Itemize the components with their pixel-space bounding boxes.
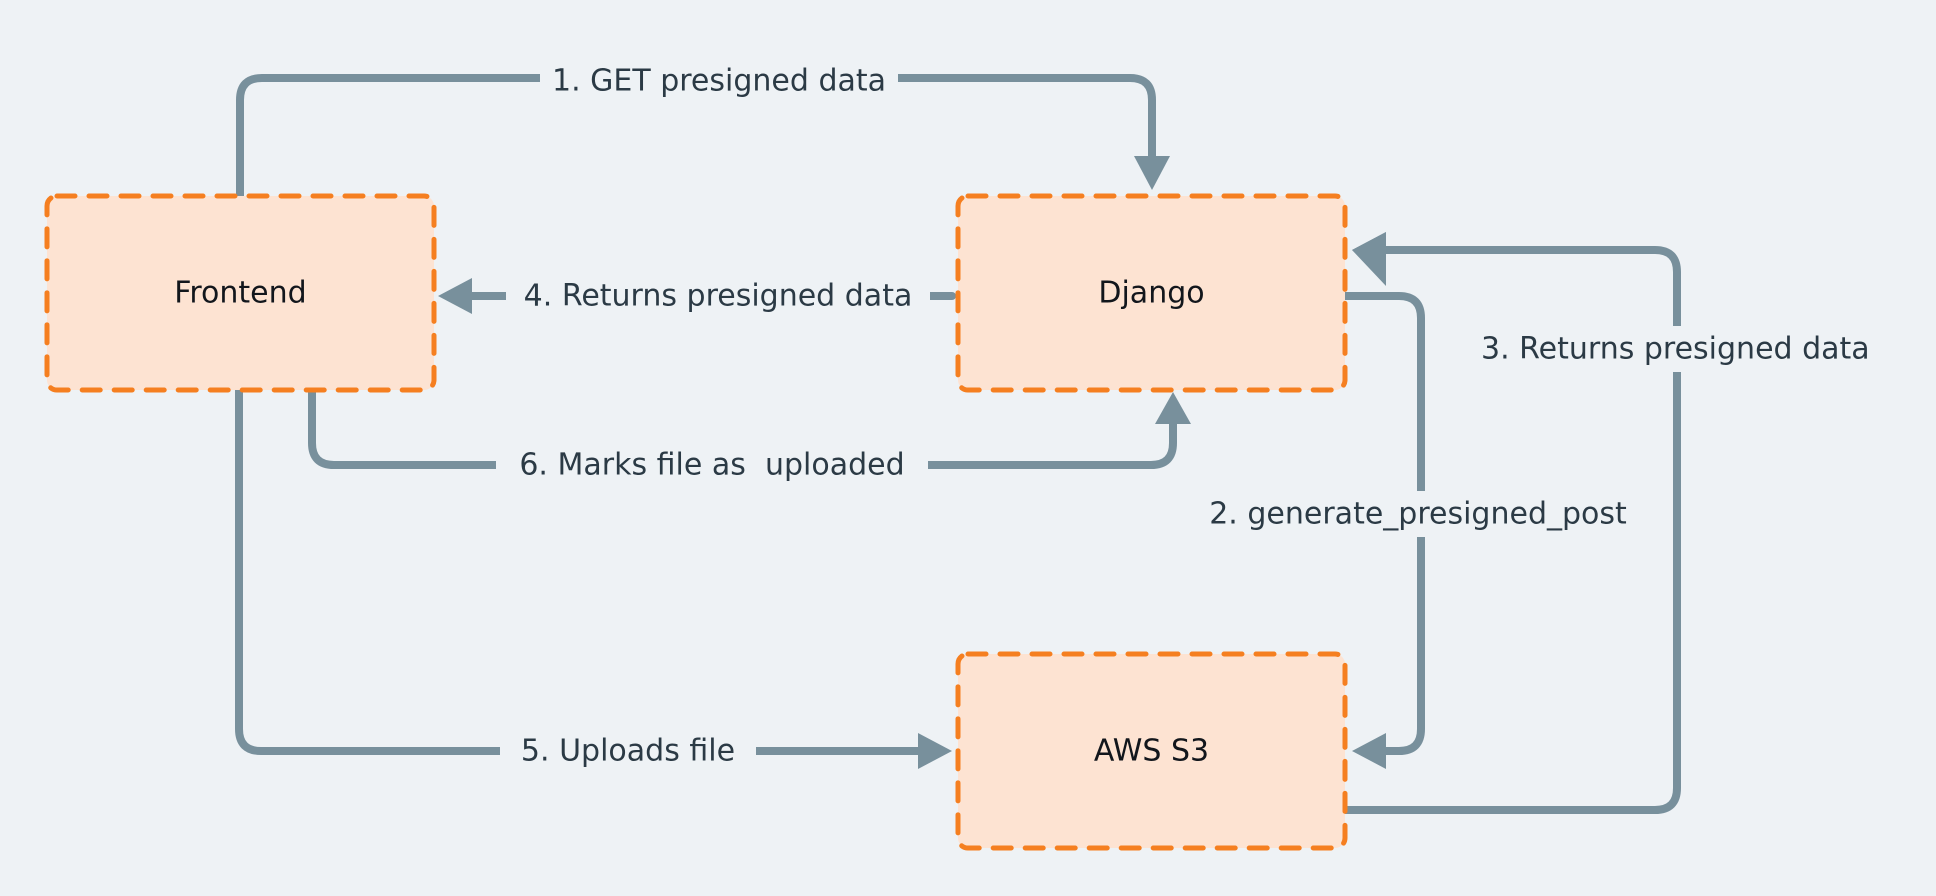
edge-5-uploads-file: 5. Uploads file <box>235 386 952 774</box>
node-frontend[interactable]: Frontend <box>44 193 437 393</box>
edge-6-marks-file-as-uploaded: 6. Marks file as uploaded <box>308 386 1191 488</box>
edge-1-label-bg <box>540 58 898 104</box>
edge-5-arrowhead <box>918 733 952 769</box>
node-django-label: Django <box>1098 276 1204 311</box>
edge-4-label-bg <box>506 273 930 319</box>
edge-2-label: 2. generate_presigned_post <box>1209 497 1627 532</box>
edge-1-label: 1. GET presigned data <box>552 64 886 99</box>
edge-6-label: 6. Marks file as uploaded <box>519 448 904 483</box>
edge-5-label: 5. Uploads file <box>521 734 735 769</box>
edge-4-returns-presigned-data: 4. Returns presigned data <box>438 273 956 319</box>
edge-3-returns-presigned-data: 3. Returns presigned data <box>1341 232 1920 814</box>
edge-5-label-bg <box>500 728 756 774</box>
edge-6-arrowhead <box>1155 392 1191 424</box>
node-frontend-box[interactable] <box>44 193 437 393</box>
edge-6-label-bg <box>496 442 928 488</box>
edge-1-get-presigned-data: 1. GET presigned data <box>236 58 1170 200</box>
edge-2-arrowhead <box>1352 733 1386 769</box>
edge-3-path <box>1341 246 1681 814</box>
edge-4-label: 4. Returns presigned data <box>524 279 913 314</box>
node-aws-s3[interactable]: AWS S3 <box>955 651 1348 851</box>
node-aws-s3-box[interactable] <box>955 651 1348 851</box>
edge-3-label: 3. Returns presigned data <box>1481 332 1870 367</box>
node-frontend-label: Frontend <box>174 276 306 311</box>
edge-5-path <box>235 386 934 755</box>
edge-2-label-bg <box>1190 491 1650 537</box>
edge-3-arrowhead <box>1352 232 1386 268</box>
node-django-box[interactable] <box>955 193 1348 393</box>
edge-1-arrowhead <box>1134 156 1170 190</box>
edge-3-label-bg <box>1474 326 1920 372</box>
node-django[interactable]: Django <box>955 193 1348 393</box>
edge-2-generate-presigned-post: 2. generate_presigned_post <box>1190 292 1650 769</box>
edge-4-arrowhead <box>438 278 472 314</box>
node-aws-s3-label: AWS S3 <box>1094 734 1209 769</box>
